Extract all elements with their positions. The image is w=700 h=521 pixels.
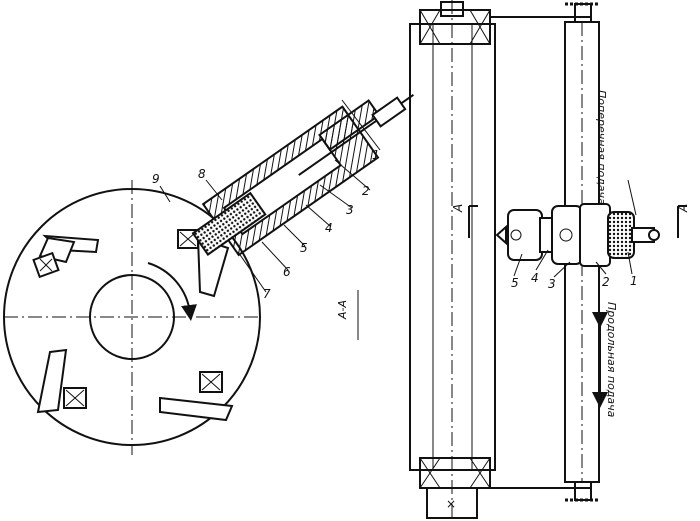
- head-label-4: 4: [531, 271, 539, 285]
- frame: [490, 16, 590, 489]
- head-labels: 5 4 3 2 1: [511, 249, 638, 291]
- abrasive-wheel: [191, 191, 267, 256]
- part-2: [579, 203, 611, 267]
- head-label-2: 2: [602, 275, 610, 289]
- grinding-head-view: [495, 203, 660, 267]
- bearing-top: [419, 9, 491, 45]
- cutter-disc: [3, 180, 262, 455]
- section-mark-right: A: [676, 204, 690, 213]
- head-label-3: 3: [548, 277, 556, 291]
- label-1: 1: [372, 148, 380, 162]
- cross-feed: Поперечная подача: [595, 90, 637, 216]
- shaft-end: [371, 96, 407, 128]
- label-9: 9: [152, 172, 160, 186]
- label-5: 5: [300, 241, 308, 255]
- cross-feed-label: Поперечная подача: [595, 90, 608, 205]
- label-8: 8: [198, 167, 206, 181]
- part-5: [507, 209, 543, 261]
- head-label-1: 1: [630, 274, 638, 288]
- section-labels: 1 2 3 4 5 6 7 8 9 A-A: [152, 99, 381, 340]
- label-4: 4: [325, 221, 333, 235]
- label-2: 2: [362, 184, 370, 198]
- motor-flange: [318, 99, 381, 152]
- label-6: 6: [283, 265, 291, 279]
- label-7: 7: [263, 287, 271, 301]
- part-4: [551, 205, 583, 265]
- rotation-arrow: [147, 262, 197, 321]
- knurled-knob: [607, 211, 635, 259]
- head-label-5: 5: [511, 276, 519, 290]
- longitudinal-feed: Продольная подача: [592, 302, 618, 418]
- blade-bottom-left: [36, 348, 87, 414]
- center-mark: ×: [446, 497, 456, 511]
- blade-top-left: [32, 234, 100, 279]
- section-marks: A A: [451, 204, 690, 238]
- grinding-head-section: [191, 93, 415, 257]
- section-mark-left: A: [451, 204, 465, 213]
- main-roll: ×: [409, 0, 496, 521]
- long-feed-label: Продольная подача: [605, 302, 618, 418]
- label-3: 3: [346, 203, 354, 217]
- coupling: [426, 487, 478, 519]
- wheel-tip: [495, 224, 507, 246]
- blade-bottom-right: [159, 371, 234, 422]
- section-title: A-A: [336, 300, 349, 320]
